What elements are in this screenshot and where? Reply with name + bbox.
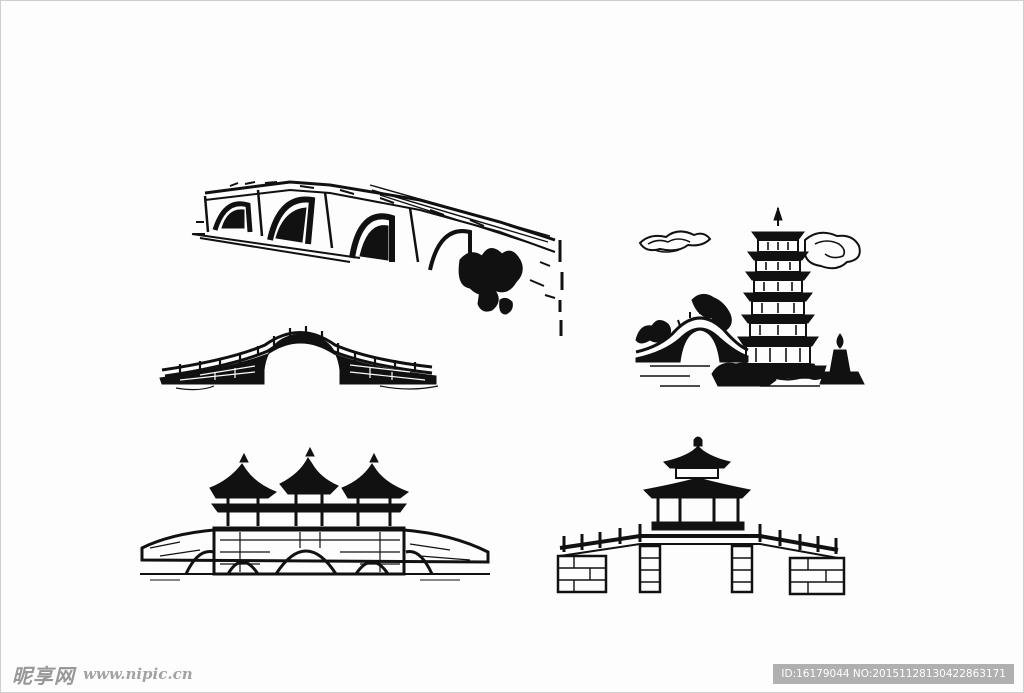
watermark-logo: 昵享网 <box>12 663 75 688</box>
stone-arch-bridge-sketch <box>191 180 564 336</box>
five-pavilion-bridge <box>140 446 490 581</box>
watermark-url: www.nipic.cn <box>83 665 193 683</box>
nipic-watermark: 昵享网 www.nipic.cn <box>12 660 193 688</box>
pavilion-bridge <box>556 436 846 596</box>
pagoda-with-arch-bridge <box>635 206 865 387</box>
image-id-badge: ID:16179044 NO:20151128130422863171 <box>773 664 1014 684</box>
single-arch-hump-bridge <box>159 326 439 391</box>
